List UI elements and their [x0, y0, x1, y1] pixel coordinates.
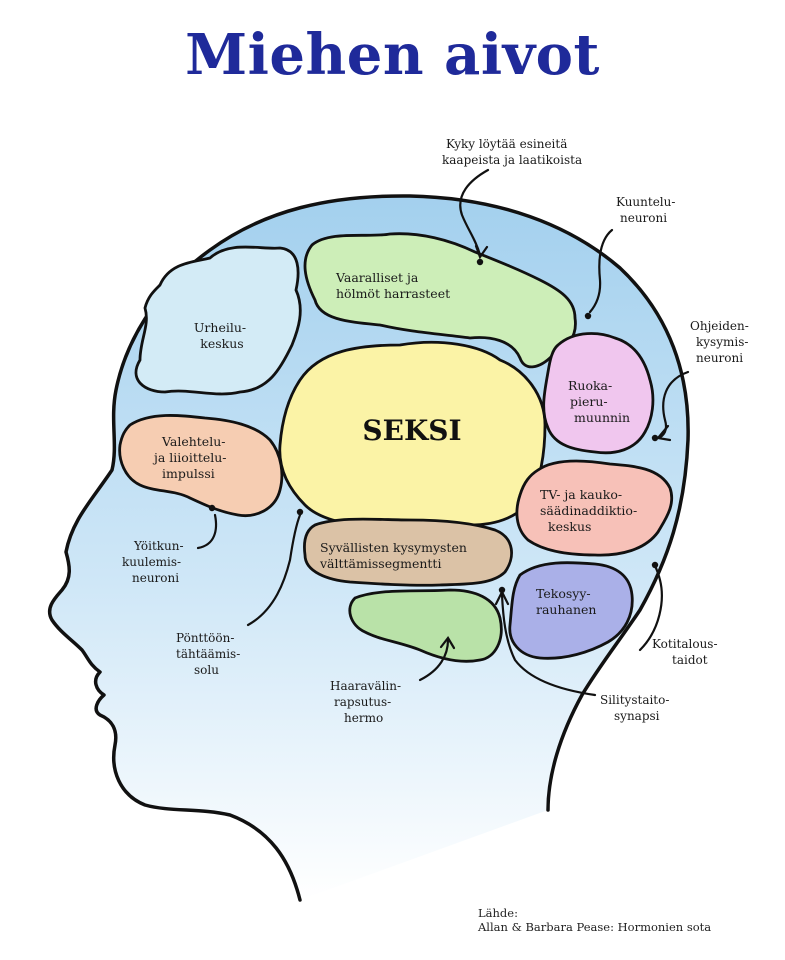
region-tekosyy: [508, 561, 634, 660]
callout-yoitkun: Yöitkun- kuulemis- neuroni: [122, 539, 187, 585]
callout-kyky: Kyky löytää esineitä kaapeista ja laatik…: [442, 137, 582, 167]
callout-ohjeiden: Ohjeiden- kysymis- neuroni: [690, 319, 753, 365]
callout-pontto: Pönttöön- tähtäämis- solu: [176, 631, 244, 677]
page-title: Miehen aivot: [185, 22, 600, 88]
callout-haara: Haaravälin- rapsutus- hermo: [330, 679, 405, 725]
region-ruoka: [542, 332, 655, 455]
callout-kuuntelu: Kuuntelu- neuroni: [616, 195, 679, 225]
region-tv: [515, 459, 674, 557]
label-valehtelu: Valehtelu- ja liioittelu- impulssi: [152, 434, 231, 481]
region-haara: [348, 588, 503, 663]
label-seksi: SEKSI: [362, 414, 461, 447]
region-syvallisten: [303, 517, 513, 587]
callout-lines: [196, 168, 690, 697]
callout-silitys: Silitystaito- synapsi: [600, 693, 673, 723]
label-vaaralliset: Vaaralliset ja hölmöt harrasteet: [335, 270, 450, 301]
label-ruoka: Ruoka- pieru- muunnin: [568, 378, 630, 425]
label-urheilu: Urheilu- keskus: [194, 320, 250, 351]
label-syvallisten: Syvällisten kysymysten välttämissegmentt…: [319, 540, 471, 571]
source-reference: Allan & Barbara Pease: Hormonien sota: [478, 920, 712, 934]
callout-kotitalous: Kotitalous- taidot: [652, 637, 721, 667]
region-urheilu: [134, 245, 302, 396]
label-tekosyy: Tekosyy- rauhanen: [536, 586, 596, 617]
source-label: Lähde:: [478, 906, 518, 920]
source-credit: Lähde: Allan & Barbara Pease: Hormonien …: [478, 906, 711, 934]
region-valehtelu: [118, 414, 284, 518]
label-tv: TV- ja kauko- säädinaddiktio- keskus: [540, 487, 641, 534]
